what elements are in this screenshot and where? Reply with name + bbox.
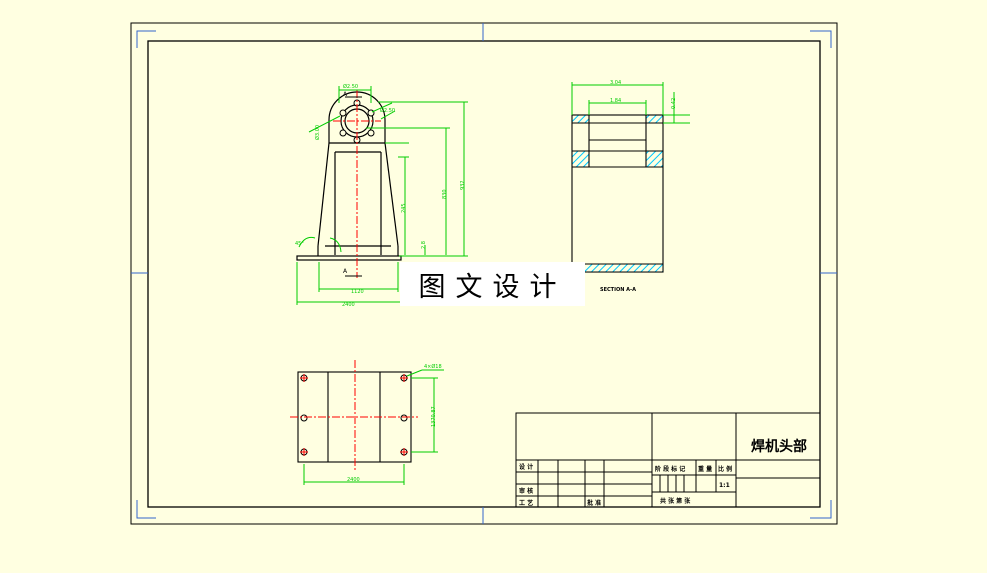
dim-h-upper: 245 xyxy=(401,203,407,213)
tb-label-approve: 批 准 xyxy=(587,499,601,507)
tb-label-weight: 重 量 xyxy=(698,465,712,473)
top-dim-width: 2400 xyxy=(347,477,360,483)
tb-label-design: 设 计 xyxy=(519,463,533,471)
tb-scale-value: 1:1 xyxy=(719,482,730,489)
dim-base-h: 2.8 xyxy=(421,241,427,249)
section-mark-top: A xyxy=(343,91,348,98)
front-view-dimensions: Ø2.50 Ø2.50 Ø3.00 245 830 932 2.8 45° 11… xyxy=(295,83,468,308)
tb-label-process: 工 艺 xyxy=(519,499,533,507)
sec-dim-wall: 0.42 xyxy=(671,98,677,109)
dim-base-inner: 1120 xyxy=(351,289,364,295)
top-dim-pitch: 1370.87 xyxy=(431,406,437,427)
dim-h-total: 932 xyxy=(460,180,466,190)
dim-base-total: 2400 xyxy=(342,302,355,308)
sec-dim-inner: 1.84 xyxy=(610,98,621,104)
front-view: A A xyxy=(296,90,402,278)
watermark-label: 图文设计 xyxy=(400,262,585,306)
title-block: 设 计 审 核 工 艺 批 准 阶 段 标 记 重 量 比 例 1:1 共 张 … xyxy=(515,412,821,508)
dim-boss: Ø2.50 xyxy=(380,107,395,114)
centering-marks xyxy=(131,23,837,524)
sec-dim-outer: 3.04 xyxy=(610,80,621,86)
dim-h-mid: 830 xyxy=(442,189,448,199)
dim-bore: Ø3.00 xyxy=(314,125,321,140)
section-label: SECTION A-A xyxy=(600,287,636,293)
section-mark-bottom: A xyxy=(343,268,348,275)
dim-top-hole: Ø2.50 xyxy=(343,83,358,90)
part-name: 焊机头部 xyxy=(751,439,807,455)
inner-border xyxy=(147,40,821,508)
tb-label-stage: 阶 段 标 记 xyxy=(655,465,685,473)
tb-label-scale: 比 例 xyxy=(718,465,732,473)
dim-angle: 45° xyxy=(295,241,304,247)
tb-label-sheets: 共 张 第 张 xyxy=(660,497,691,505)
section-view: 3.04 1.84 0.42 SECTION A-A xyxy=(571,80,690,293)
top-dim-holes: 4×Ø18 xyxy=(424,363,442,370)
top-view: 4×Ø18 1370.87 2400 xyxy=(290,360,444,485)
tb-label-check: 审 核 xyxy=(519,487,533,495)
